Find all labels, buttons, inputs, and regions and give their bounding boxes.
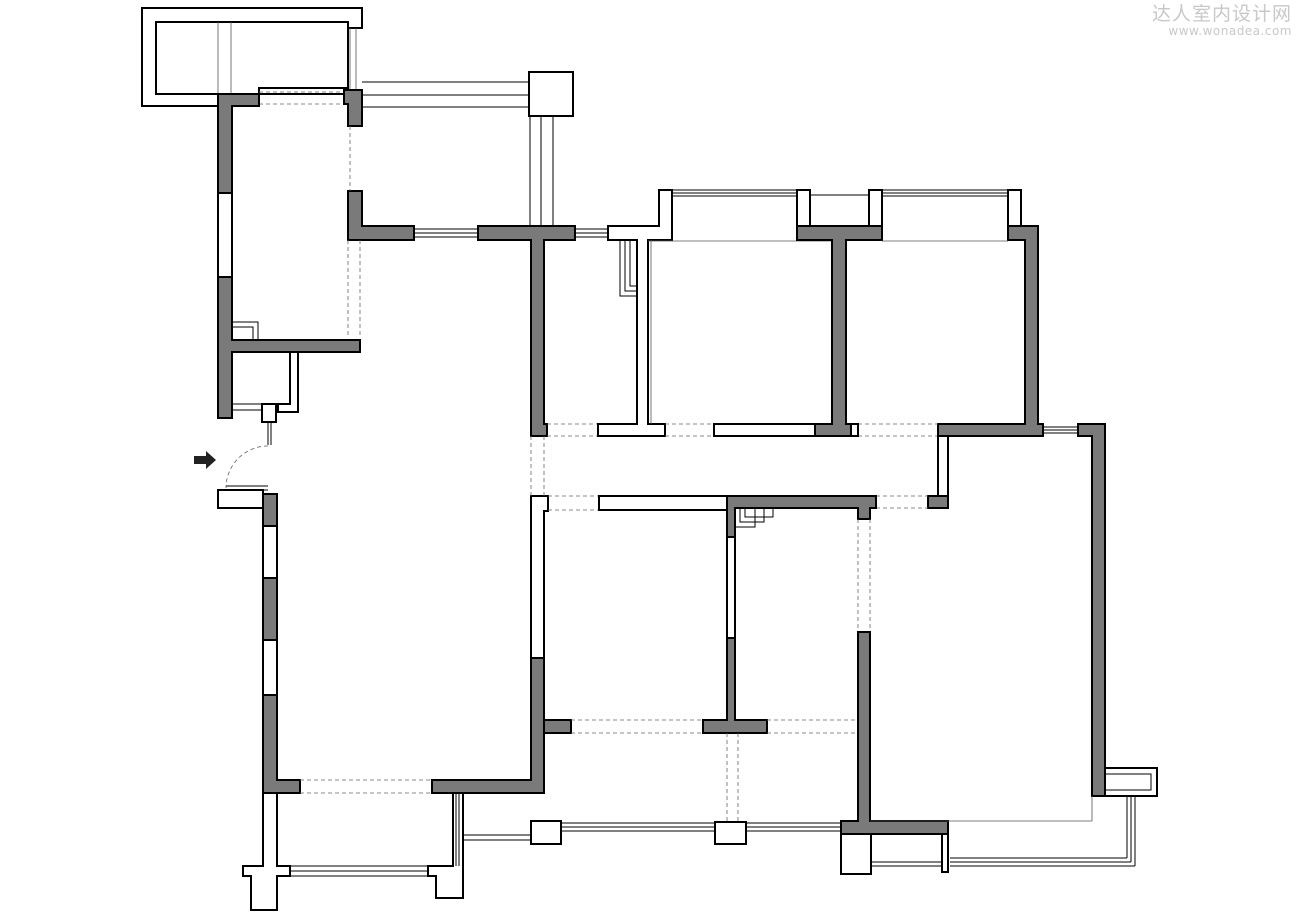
watermark-url: www.wonadea.com (1168, 23, 1292, 38)
kitchen-walls (217, 89, 415, 419)
watermark: 达人室内设计网 www.wonadea.com (1152, 4, 1292, 38)
entry-arrow-icon (194, 451, 216, 469)
watermark-title: 达人室内设计网 (1151, 3, 1292, 25)
central-walls (477, 225, 599, 659)
living-left-wall (262, 493, 545, 794)
balcony-bottom-left (242, 793, 464, 911)
master-suite-walls (876, 423, 1158, 797)
top-glazing (362, 71, 608, 238)
bedroom-1-window (648, 189, 1022, 242)
bedroom-walls-top (665, 225, 1044, 437)
bath-room (597, 189, 673, 437)
bottom-glazing (463, 796, 1136, 875)
bedroom-walls-bottom (543, 495, 1093, 835)
balcony-top-left (141, 7, 363, 107)
entry-closet (217, 351, 299, 509)
